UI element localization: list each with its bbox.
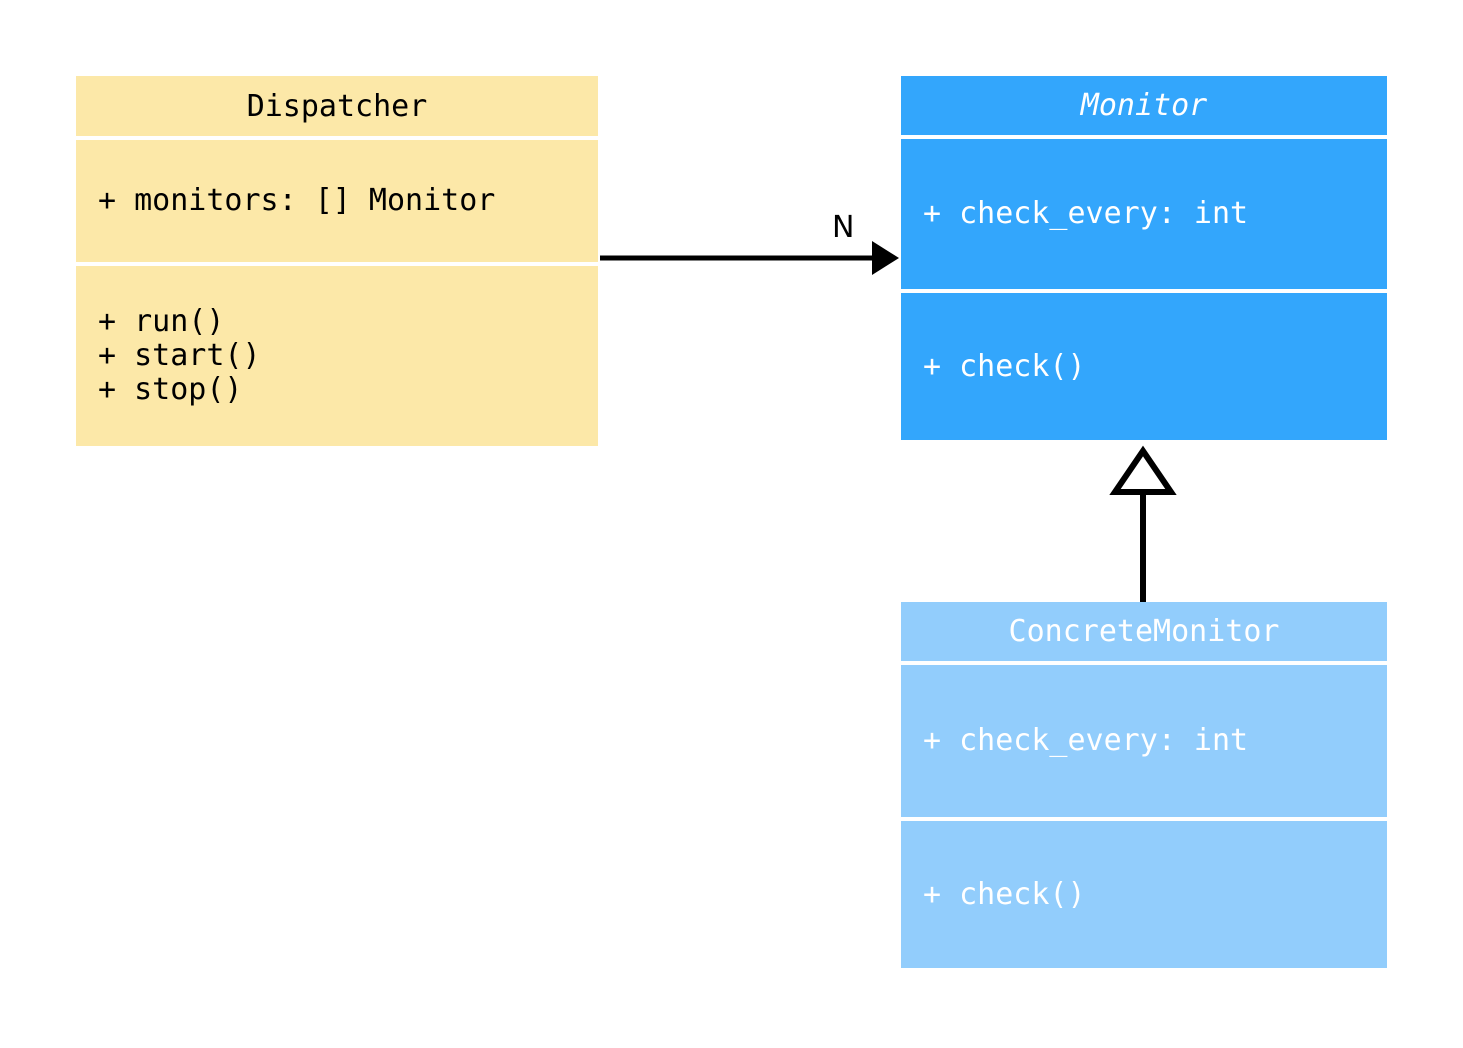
uml-class-monitor[interactable]: Monitor + check_every: int + check() xyxy=(901,76,1387,440)
association-dispatcher-monitor xyxy=(600,241,899,275)
methods-compartment-concretemonitor: + check() xyxy=(901,821,1387,968)
association-arrowhead-icon xyxy=(872,241,899,275)
attributes-compartment-monitor: + check_every: int xyxy=(901,139,1387,289)
methods-compartment-monitor: + check() xyxy=(901,293,1387,440)
method-row: + run() xyxy=(98,304,225,340)
uml-class-dispatcher[interactable]: Dispatcher + monitors: [] Monitor + run(… xyxy=(76,76,598,446)
generalization-hollow-triangle-icon xyxy=(1109,445,1177,495)
attribute-row: + monitors: [] Monitor xyxy=(98,183,496,219)
attributes-compartment-dispatcher: + monitors: [] Monitor xyxy=(76,140,598,262)
association-multiplicity-label: N xyxy=(832,210,855,245)
generalization-concretemonitor-monitor xyxy=(1109,445,1177,602)
class-name-monitor: Monitor xyxy=(901,76,1387,135)
class-name-concretemonitor: ConcreteMonitor xyxy=(901,602,1387,661)
attributes-compartment-concretemonitor: + check_every: int xyxy=(901,665,1387,817)
attribute-row: + check_every: int xyxy=(923,723,1249,759)
class-name-dispatcher: Dispatcher xyxy=(76,76,598,136)
method-row: + start() xyxy=(98,338,261,374)
method-row: + check() xyxy=(923,876,1086,912)
uml-class-concretemonitor[interactable]: ConcreteMonitor + check_every: int + che… xyxy=(901,602,1387,968)
methods-compartment-dispatcher: + run() + start() + stop() xyxy=(76,266,598,446)
method-row: + stop() xyxy=(98,371,243,407)
method-row: + check() xyxy=(923,348,1086,384)
attribute-row: + check_every: int xyxy=(923,196,1249,232)
